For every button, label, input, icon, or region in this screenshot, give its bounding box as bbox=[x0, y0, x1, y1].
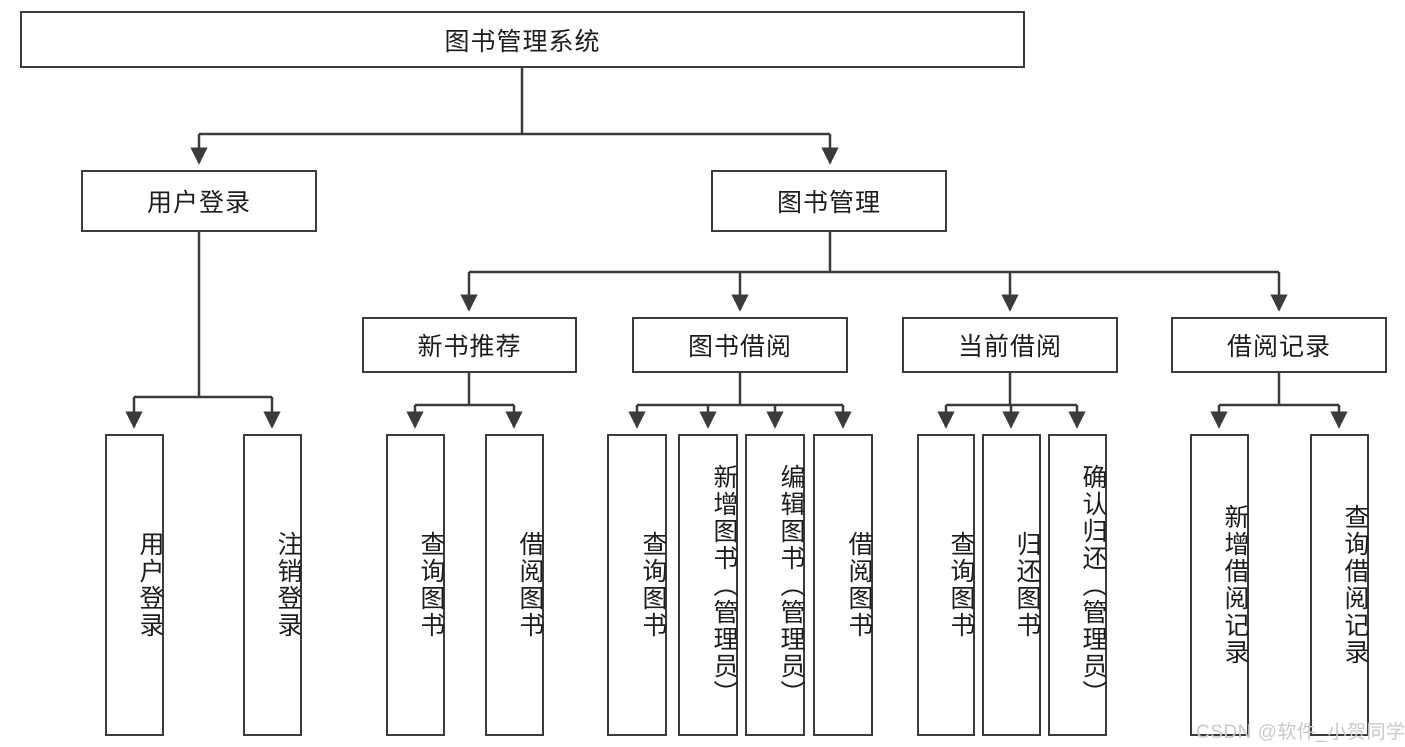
node-user-login[interactable]: 用户登录 bbox=[81, 170, 317, 232]
node-label: 编辑图书（管理员） bbox=[777, 463, 805, 707]
node-leaf-query-book-cur[interactable]: 查询图书 bbox=[917, 434, 975, 736]
node-new-book-recommend[interactable]: 新书推荐 bbox=[362, 317, 577, 373]
node-root[interactable]: 图书管理系统 bbox=[20, 11, 1025, 68]
node-leaf-logout[interactable]: 注销登录 bbox=[243, 434, 302, 736]
node-label: 查询图书 bbox=[947, 531, 975, 639]
node-leaf-query-record[interactable]: 查询借阅记录 bbox=[1310, 434, 1369, 736]
node-label: 确认归还（管理员） bbox=[1079, 463, 1107, 707]
node-label: 新增图书（管理员） bbox=[710, 463, 738, 707]
node-leaf-confirm-return[interactable]: 确认归还（管理员） bbox=[1048, 434, 1107, 736]
node-current-borrow[interactable]: 当前借阅 bbox=[902, 317, 1118, 373]
node-label: 归还图书 bbox=[1013, 531, 1041, 639]
node-leaf-borrow-book[interactable]: 借阅图书 bbox=[813, 434, 873, 736]
node-label: 新增借阅记录 bbox=[1221, 504, 1249, 666]
node-leaf-add-book[interactable]: 新增图书（管理员） bbox=[678, 434, 738, 736]
node-label: 借阅图书 bbox=[516, 531, 544, 639]
node-label: 注销登录 bbox=[274, 531, 302, 639]
node-leaf-return-book[interactable]: 归还图书 bbox=[982, 434, 1041, 736]
node-leaf-borrow-book-rec[interactable]: 借阅图书 bbox=[485, 434, 544, 736]
node-leaf-query-book-rec[interactable]: 查询图书 bbox=[386, 434, 445, 736]
node-label: 借阅图书 bbox=[845, 531, 873, 639]
node-book-borrow[interactable]: 图书借阅 bbox=[632, 317, 848, 373]
node-label: 用户登录 bbox=[136, 531, 164, 639]
node-label: 查询借阅记录 bbox=[1341, 504, 1369, 666]
node-borrow-record[interactable]: 借阅记录 bbox=[1171, 317, 1387, 373]
node-label: 查询图书 bbox=[639, 531, 667, 639]
node-label: 查询图书 bbox=[417, 531, 445, 639]
node-leaf-edit-book[interactable]: 编辑图书（管理员） bbox=[745, 434, 805, 736]
node-leaf-user-login[interactable]: 用户登录 bbox=[105, 434, 164, 736]
node-book-manage[interactable]: 图书管理 bbox=[711, 170, 947, 232]
watermark: CSDN @软件_小贺同学 bbox=[1196, 722, 1405, 743]
node-leaf-add-record[interactable]: 新增借阅记录 bbox=[1190, 434, 1249, 736]
node-leaf-query-book[interactable]: 查询图书 bbox=[607, 434, 667, 736]
